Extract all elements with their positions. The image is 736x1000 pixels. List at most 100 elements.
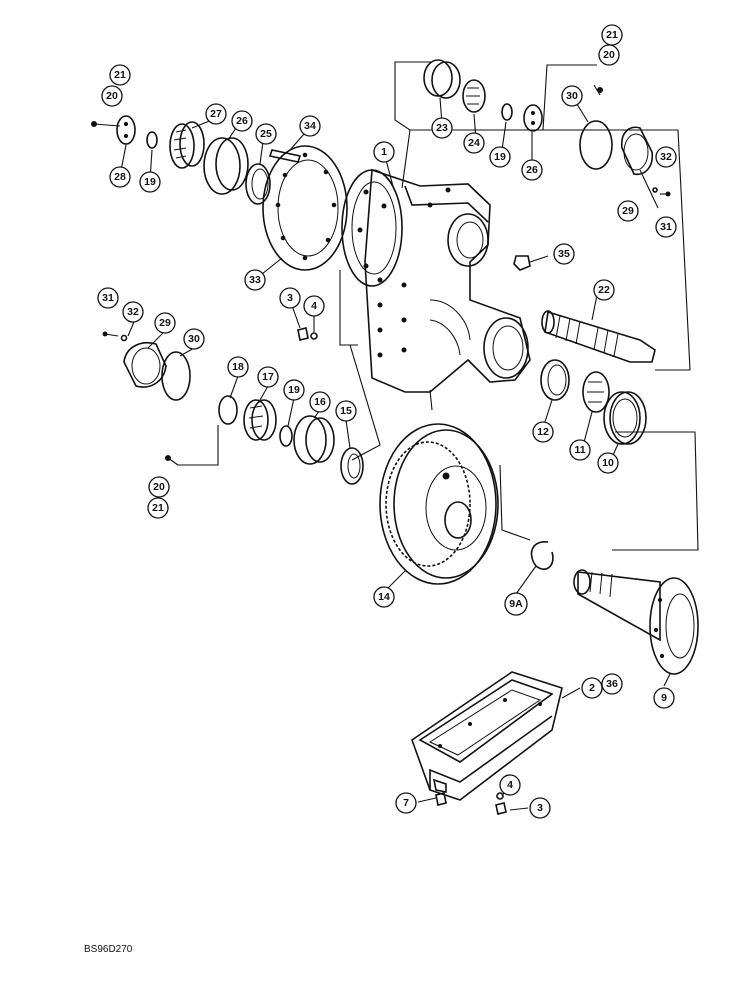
svg-text:20: 20 bbox=[106, 90, 118, 102]
callout-26-right[interactable]: 26 bbox=[521, 159, 543, 181]
svg-text:10: 10 bbox=[602, 457, 614, 469]
axle-housing bbox=[341, 168, 531, 393]
callout-3-upper[interactable]: 3 bbox=[279, 287, 301, 309]
svg-text:29: 29 bbox=[159, 317, 171, 329]
callout-32-right[interactable]: 32 bbox=[655, 146, 677, 168]
svg-text:9A: 9A bbox=[509, 598, 523, 610]
right-bearing-stack bbox=[540, 359, 647, 445]
svg-text:19: 19 bbox=[288, 384, 300, 396]
callout-30-right[interactable]: 30 bbox=[561, 85, 583, 107]
svg-text:9: 9 bbox=[661, 692, 667, 704]
svg-text:12: 12 bbox=[537, 426, 549, 438]
callout-21-top-left[interactable]: 21 bbox=[109, 64, 131, 86]
callout-35[interactable]: 35 bbox=[553, 243, 575, 265]
svg-text:27: 27 bbox=[210, 108, 222, 120]
callout-15[interactable]: 15 bbox=[335, 400, 357, 422]
callout-12[interactable]: 12 bbox=[532, 421, 554, 443]
pinion-shaft bbox=[541, 310, 656, 363]
svg-text:21: 21 bbox=[152, 502, 164, 514]
svg-text:17: 17 bbox=[262, 371, 274, 383]
callout-29-left[interactable]: 29 bbox=[154, 312, 176, 334]
svg-text:31: 31 bbox=[660, 221, 672, 233]
connector-lines bbox=[178, 61, 699, 551]
callout-7[interactable]: 7 bbox=[395, 792, 417, 814]
callout-19-upper-right[interactable]: 19 bbox=[489, 146, 511, 168]
callout-31-right[interactable]: 31 bbox=[655, 216, 677, 238]
svg-text:14: 14 bbox=[378, 591, 390, 603]
svg-text:18: 18 bbox=[232, 361, 244, 373]
upper-left-bearing-stack bbox=[91, 115, 271, 205]
svg-text:11: 11 bbox=[574, 444, 585, 456]
svg-text:23: 23 bbox=[436, 122, 448, 134]
svg-text:1: 1 bbox=[381, 146, 387, 158]
svg-text:32: 32 bbox=[127, 306, 139, 318]
svg-text:26: 26 bbox=[236, 115, 248, 127]
callout-20-bottom-left[interactable]: 20 bbox=[148, 476, 170, 498]
svg-text:19: 19 bbox=[144, 176, 156, 188]
oil-pan bbox=[411, 671, 563, 801]
callout-33[interactable]: 33 bbox=[244, 269, 266, 291]
callout-2[interactable]: 2 bbox=[581, 677, 603, 699]
callout-18[interactable]: 18 bbox=[227, 356, 249, 378]
callout-23[interactable]: 23 bbox=[431, 117, 453, 139]
callout-31-left[interactable]: 31 bbox=[97, 287, 119, 309]
callout-30-left[interactable]: 30 bbox=[183, 328, 205, 350]
callout-27[interactable]: 27 bbox=[205, 103, 227, 125]
svg-text:33: 33 bbox=[249, 274, 261, 286]
callout-21-top-right[interactable]: 21 bbox=[601, 24, 623, 46]
svg-text:34: 34 bbox=[304, 120, 316, 132]
callout-20-top-left[interactable]: 20 bbox=[101, 85, 123, 107]
callout-25[interactable]: 25 bbox=[255, 123, 277, 145]
callout-28[interactable]: 28 bbox=[109, 166, 131, 188]
callout-4-lower[interactable]: 4 bbox=[499, 774, 521, 796]
axle-shaft bbox=[573, 569, 699, 675]
callout-9a[interactable]: 9A bbox=[504, 592, 528, 616]
callout-36[interactable]: 36 bbox=[601, 673, 623, 695]
callout-21-bottom-left[interactable]: 21 bbox=[147, 497, 169, 519]
gasket bbox=[262, 145, 348, 271]
callout-26-left[interactable]: 26 bbox=[231, 110, 253, 132]
callout-34[interactable]: 34 bbox=[299, 115, 321, 137]
upper-right-bearing-stack bbox=[423, 59, 671, 197]
svg-text:20: 20 bbox=[153, 481, 165, 493]
callout-19-left[interactable]: 19 bbox=[139, 171, 161, 193]
callout-22[interactable]: 22 bbox=[593, 279, 615, 301]
callout-16[interactable]: 16 bbox=[309, 391, 331, 413]
callout-10[interactable]: 10 bbox=[597, 452, 619, 474]
callout-4-upper[interactable]: 4 bbox=[303, 295, 325, 317]
svg-text:3: 3 bbox=[537, 802, 543, 814]
callout-9[interactable]: 9 bbox=[653, 687, 675, 709]
svg-text:21: 21 bbox=[606, 29, 618, 41]
svg-text:31: 31 bbox=[102, 292, 114, 304]
callout-20-top-right[interactable]: 20 bbox=[598, 44, 620, 66]
callout-3-lower[interactable]: 3 bbox=[529, 797, 551, 819]
left-bearing-stack bbox=[165, 395, 364, 485]
svg-text:2: 2 bbox=[589, 682, 595, 694]
callout-14[interactable]: 14 bbox=[373, 586, 395, 608]
left-cap-stack bbox=[102, 331, 191, 401]
snap-ring bbox=[530, 541, 554, 570]
callout-32-left[interactable]: 32 bbox=[122, 301, 144, 323]
callout-24[interactable]: 24 bbox=[463, 132, 485, 154]
callout-1[interactable]: 1 bbox=[373, 141, 395, 163]
svg-text:4: 4 bbox=[311, 300, 317, 312]
svg-text:7: 7 bbox=[403, 797, 409, 809]
svg-text:4: 4 bbox=[507, 779, 513, 791]
svg-text:22: 22 bbox=[598, 284, 610, 296]
callout-11[interactable]: 11 bbox=[569, 439, 591, 461]
svg-text:15: 15 bbox=[340, 405, 352, 417]
figure-code: BS96D270 bbox=[84, 944, 133, 955]
svg-text:21: 21 bbox=[114, 69, 126, 81]
svg-text:36: 36 bbox=[606, 678, 618, 690]
svg-text:32: 32 bbox=[660, 151, 672, 163]
svg-text:26: 26 bbox=[526, 164, 538, 176]
callout-19-mid[interactable]: 19 bbox=[283, 379, 305, 401]
callout-17[interactable]: 17 bbox=[257, 366, 279, 388]
svg-text:28: 28 bbox=[114, 171, 126, 183]
callout-29-right[interactable]: 29 bbox=[617, 200, 639, 222]
svg-text:3: 3 bbox=[287, 292, 293, 304]
stud bbox=[268, 149, 302, 163]
svg-text:29: 29 bbox=[622, 205, 634, 217]
